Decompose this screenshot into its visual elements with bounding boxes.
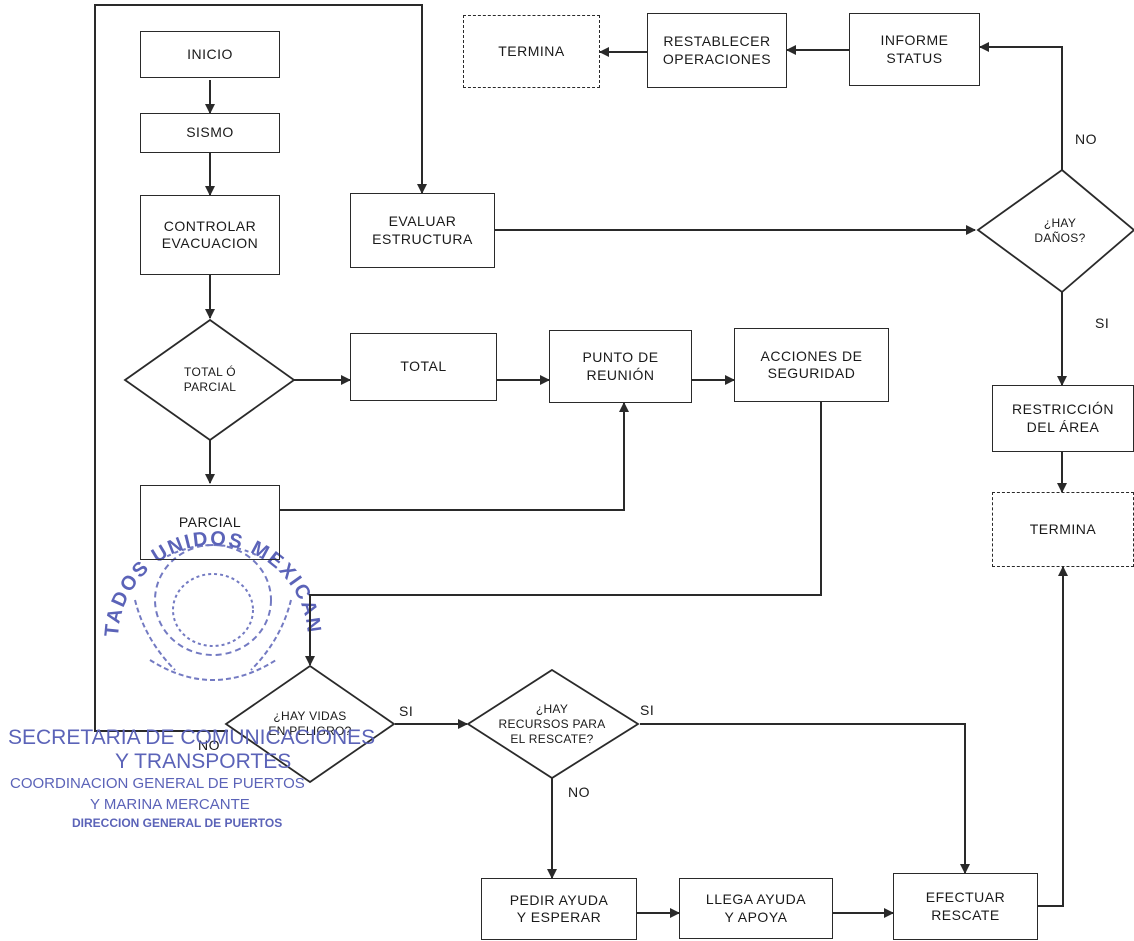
node-hay-recursos: ¿HAY RECURSOS PARA EL RESCATE? — [498, 701, 606, 746]
node-evaluar-estructura: EVALUAR ESTRUCTURA — [350, 193, 495, 268]
node-hay-vidas: ¿HAY VIDAS EN PELIGRO? — [268, 709, 352, 738]
node-controlar-evacuacion: CONTROLAR EVACUACION — [140, 195, 280, 275]
edge-label-no-danos: NO — [1075, 131, 1097, 147]
node-sismo: SISMO — [140, 113, 280, 153]
node-restablecer-operaciones: RESTABLECER OPERACIONES — [647, 13, 787, 88]
stamp-line-5: DIRECCION GENERAL DE PUERTOS — [72, 816, 283, 830]
edge-label-si-vidas: SI — [399, 703, 414, 719]
stamp-line-1: SECRETARIA DE COMUNICACIONES — [8, 726, 376, 749]
edge-label-si-recursos: SI — [640, 702, 655, 718]
node-termina-top: TERMINA — [463, 15, 600, 88]
edge-label-no-recursos: NO — [568, 784, 590, 800]
stamp-line-4: Y MARINA MERCANTE — [90, 796, 250, 813]
node-informe-status: INFORME STATUS — [849, 13, 980, 86]
node-inicio: INICIO — [140, 31, 280, 78]
node-pedir-ayuda: PEDIR AYUDA Y ESPERAR — [481, 878, 637, 940]
node-efectuar-rescate: EFECTUAR RESCATE — [893, 873, 1038, 940]
node-restriccion-area: RESTRICCIÓN DEL ÁREA — [992, 385, 1134, 452]
node-llega-ayuda: LLEGA AYUDA Y APOYA — [679, 878, 833, 939]
decision-hay-danos-shape — [976, 168, 1134, 294]
node-acciones-seguridad: ACCIONES DE SEGURIDAD — [734, 328, 889, 402]
node-punto-reunion: PUNTO DE REUNIÓN — [549, 330, 692, 403]
node-termina-right: TERMINA — [992, 492, 1134, 567]
node-parcial: PARCIAL — [140, 485, 280, 560]
decision-hay-vidas-shape — [224, 664, 396, 784]
stamp-line-2: Y TRANSPORTES — [115, 750, 292, 773]
node-total: TOTAL — [350, 333, 497, 401]
decision-total-parcial-shape — [123, 318, 296, 442]
edge-label-no-vidas: NO — [198, 737, 220, 753]
node-total-parcial: TOTAL Ó PARCIAL — [183, 365, 237, 394]
stamp-line-3: COORDINACION GENERAL DE PUERTOS — [10, 775, 305, 792]
node-hay-danos: ¿HAY DAÑOS? — [1034, 216, 1086, 245]
decision-hay-recursos-shape — [466, 668, 640, 780]
edge-label-si-danos: SI — [1095, 315, 1110, 331]
